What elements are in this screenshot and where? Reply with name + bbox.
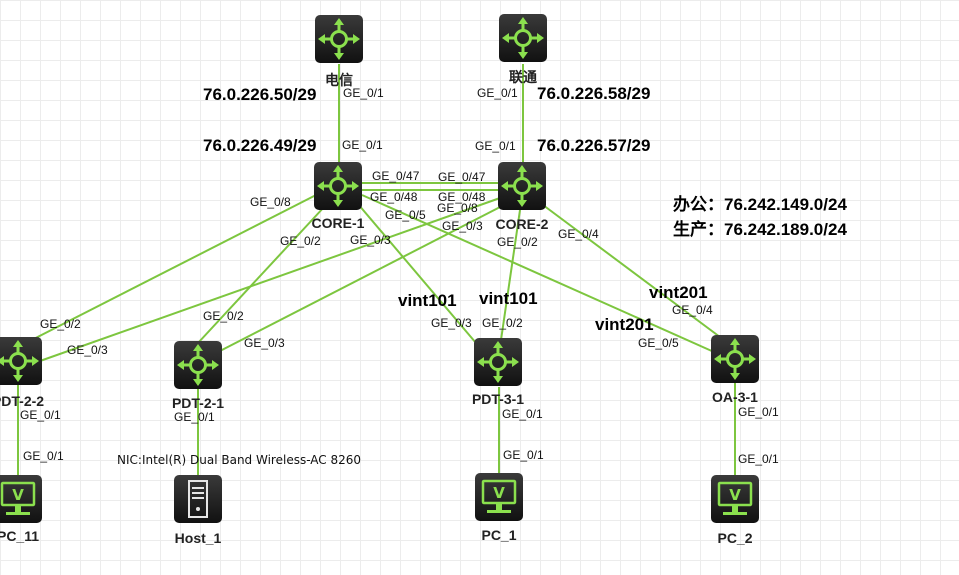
port-label: GE_0/3 xyxy=(67,343,108,357)
subnet-production: 生产：76.242.189.0/24 xyxy=(673,219,847,239)
link-core2-pdt31 xyxy=(500,209,521,341)
link-core1-pdt21 xyxy=(197,205,326,344)
device-pdt22[interactable] xyxy=(0,335,44,387)
subnet-office: 办公：76.242.149.0/24 xyxy=(673,194,847,214)
device-pdt21[interactable] xyxy=(172,339,224,391)
port-label: GE_0/1 xyxy=(174,410,215,424)
port-label: GE_0/1 xyxy=(343,86,384,100)
label-pdt31: PDT-3-1 xyxy=(472,391,524,407)
port-label: GE_0/3 xyxy=(244,336,285,350)
label-pdt21: PDT-2-1 xyxy=(172,395,224,411)
label-core1: CORE-1 xyxy=(312,215,365,231)
link-core1-pdt22 xyxy=(17,193,319,348)
port-label: GE_0/2 xyxy=(40,317,81,331)
port-labels: GE_0/1 GE_0/1 GE_0/1 GE_0/1 GE_0/47 GE_0… xyxy=(20,86,779,466)
device-core1[interactable] xyxy=(312,160,364,212)
port-label: GE_0/47 xyxy=(372,169,420,183)
port-label: GE_0/1 xyxy=(475,139,516,153)
port-label: GE_0/2 xyxy=(482,316,523,330)
label-dianxin: 电信 xyxy=(325,72,353,88)
label-oa31: OA-3-1 xyxy=(712,389,758,405)
device-oa31[interactable] xyxy=(709,333,761,385)
pc-icon xyxy=(473,471,525,523)
router-icon xyxy=(497,12,549,64)
port-label: GE_0/47 xyxy=(438,170,486,184)
port-label: GE_0/48 xyxy=(370,190,418,204)
server-icon xyxy=(173,474,223,524)
port-label: GE_0/1 xyxy=(738,405,779,419)
label-pc11: PC_11 xyxy=(0,528,39,544)
port-label: GE_0/48 xyxy=(438,190,486,204)
port-label: GE_0/4 xyxy=(672,303,713,317)
port-label: GE_0/4 xyxy=(558,227,599,241)
port-label: GE_0/3 xyxy=(350,233,391,247)
device-liantong[interactable] xyxy=(497,12,549,64)
pc-icon xyxy=(0,473,44,525)
port-label: GE_0/8 xyxy=(437,201,478,215)
label-core2: CORE-2 xyxy=(496,216,549,232)
link-core1-pdt31 xyxy=(357,203,477,344)
router-icon xyxy=(313,13,365,65)
nic-label: NIC:Intel(R) Dual Band Wireless-AC 8260 xyxy=(117,453,361,467)
port-label: GE_0/2 xyxy=(497,235,538,249)
port-label: GE_0/1 xyxy=(342,138,383,152)
ip-core2: 76.0.226.57/29 xyxy=(537,136,650,155)
link-core2-oa31 xyxy=(542,204,725,341)
vlan-pdt31-right: vint101 xyxy=(479,289,538,308)
port-label: GE_0/5 xyxy=(385,208,426,222)
port-label: GE_0/1 xyxy=(502,407,543,421)
device-pc1[interactable] xyxy=(473,471,525,523)
device-pc2[interactable] xyxy=(709,473,761,525)
router-icon xyxy=(172,339,224,391)
port-label: GE_0/1 xyxy=(477,86,518,100)
pc-icon xyxy=(709,473,761,525)
port-label: GE_0/5 xyxy=(638,336,679,350)
device-pc11[interactable] xyxy=(0,473,44,525)
port-label: GE_0/8 xyxy=(250,195,291,209)
link-core2-pdt22 xyxy=(39,197,501,362)
ip-dianxin: 76.0.226.50/29 xyxy=(203,85,316,104)
router-icon xyxy=(312,160,364,212)
router-icon xyxy=(496,160,548,212)
label-pdt22: PDT-2-2 xyxy=(0,393,44,409)
port-label: GE_0/1 xyxy=(503,448,544,462)
ip-core1: 76.0.226.49/29 xyxy=(203,136,316,155)
port-label: GE_0/3 xyxy=(442,219,483,233)
link-core1-oa31 xyxy=(361,194,715,353)
vlan-oa31-upper: vint201 xyxy=(649,283,708,302)
vlan-pdt31-left: vint101 xyxy=(398,291,457,310)
device-pdt31[interactable] xyxy=(472,336,524,388)
ip-liantong: 76.0.226.58/29 xyxy=(537,84,650,103)
label-liantong: 联通 xyxy=(509,69,537,85)
port-label: GE_0/2 xyxy=(203,309,244,323)
port-label: GE_0/2 xyxy=(280,234,321,248)
label-host1: Host_1 xyxy=(175,530,222,546)
device-host1[interactable] xyxy=(173,474,223,524)
vlan-oa31-lower: vint201 xyxy=(595,315,654,334)
device-core2[interactable] xyxy=(496,160,548,212)
port-label: GE_0/1 xyxy=(738,452,779,466)
port-label: GE_0/1 xyxy=(20,408,61,422)
link-core2-pdt21 xyxy=(217,204,505,353)
router-icon xyxy=(0,335,44,387)
links xyxy=(17,64,736,475)
label-pc2: PC_2 xyxy=(717,530,752,546)
router-icon xyxy=(709,333,761,385)
label-pc1: PC_1 xyxy=(481,527,516,543)
port-label: GE_0/3 xyxy=(431,316,472,330)
device-dianxin[interactable] xyxy=(313,13,365,65)
router-icon xyxy=(472,336,524,388)
port-label: GE_0/1 xyxy=(23,449,64,463)
